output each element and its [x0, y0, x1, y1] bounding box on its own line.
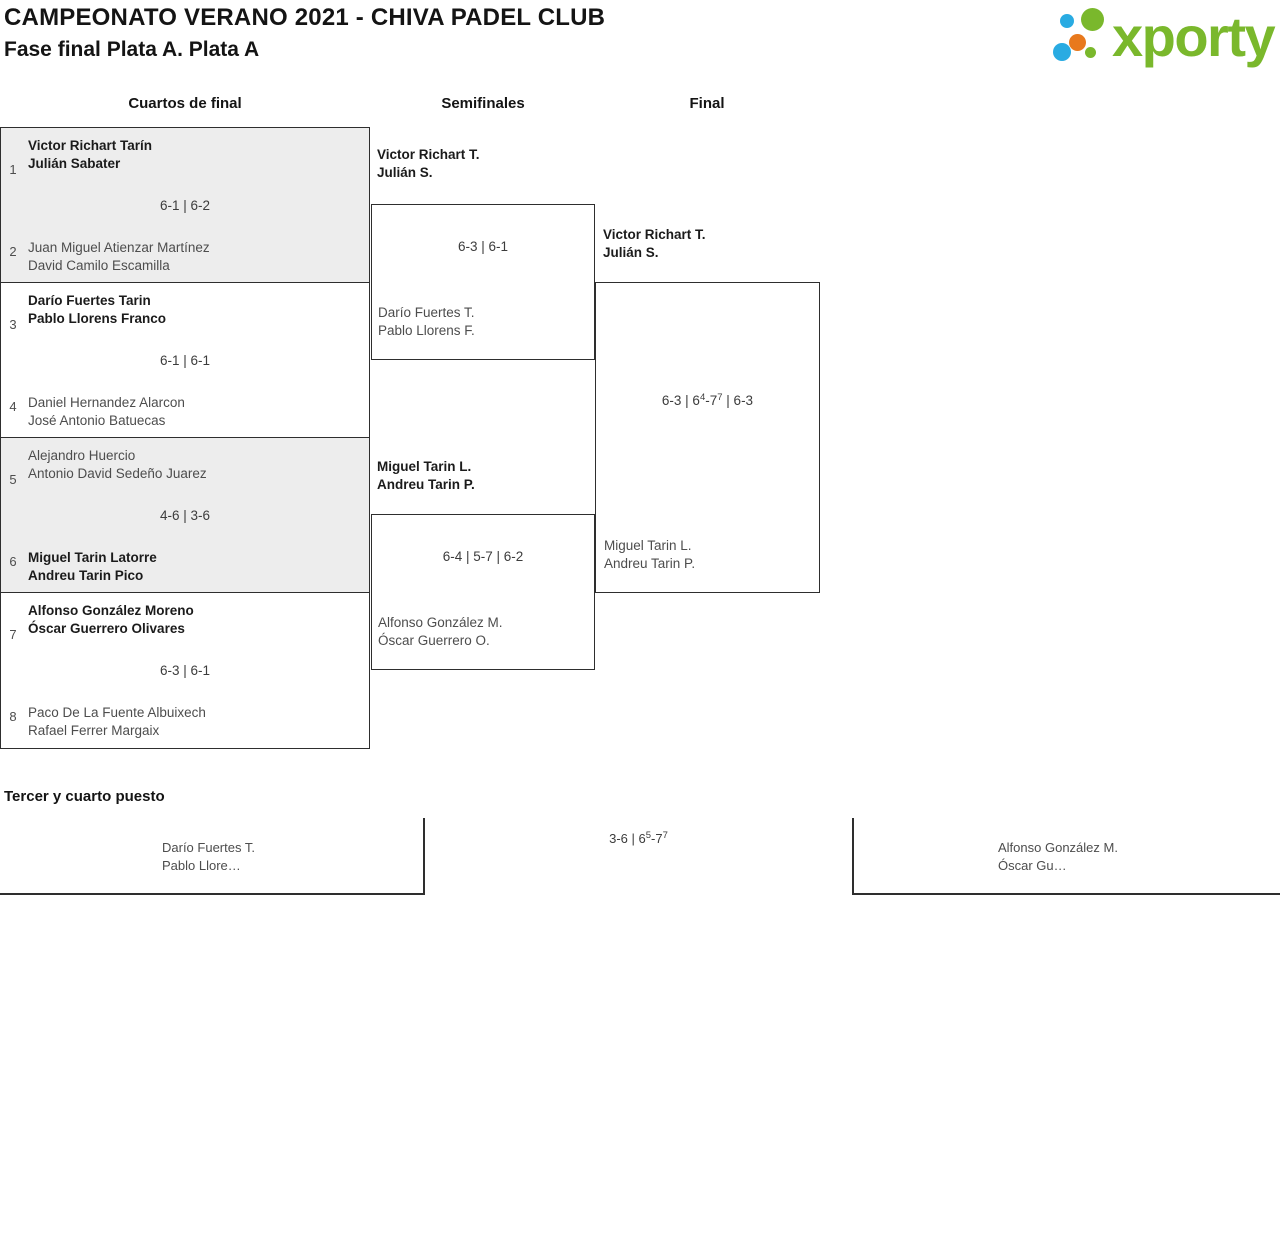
match-score: 6-4 | 5-7 | 6-2	[442, 549, 524, 564]
third-place-heading: Tercer y cuarto puesto	[4, 788, 165, 805]
final-top-team-label: Victor Richart T. Julián S.	[603, 226, 706, 262]
logo-dot-icon	[1053, 43, 1071, 61]
player-name: Pablo Llore…	[162, 858, 241, 873]
team-names: Alfonso González Moreno Óscar Guerrero O…	[28, 602, 194, 638]
team-names: Victor Richart Tarín Julián Sabater	[28, 137, 152, 173]
third-place-team-2: Alfonso González M. Óscar Gu…	[998, 839, 1118, 875]
player-name: Julián S.	[377, 165, 433, 180]
player-name: Alfonso González M.	[378, 615, 503, 630]
match-score: 6-3 | 6-1	[159, 663, 211, 678]
match-quarterfinal-4: 7 Alfonso González Moreno Óscar Guerrero…	[1, 593, 369, 748]
seed-number: 5	[9, 472, 17, 487]
round-header-semifinals: Semifinales	[441, 95, 525, 112]
player-name: Óscar Guerrero Olivares	[28, 621, 185, 636]
logo-dot-icon	[1081, 8, 1104, 31]
seed-number: 1	[9, 162, 17, 177]
player-name: Julián Sabater	[28, 156, 121, 171]
player-name: Pablo Llorens Franco	[28, 311, 167, 326]
team-names: Paco De La Fuente Albuixech Rafael Ferre…	[28, 704, 206, 740]
round-header-final: Final	[689, 95, 725, 112]
team-names: Miguel Tarin Latorre Andreu Tarin Pico	[28, 549, 157, 585]
third-place-left-box	[0, 818, 425, 895]
match-score: 6-3 | 6-1	[457, 239, 509, 254]
semifinal-1-bottom-team: Darío Fuertes T. Pablo Llorens F.	[378, 304, 475, 340]
player-name: Antonio David Sedeño Juarez	[28, 466, 207, 481]
player-name: Victor Richart T.	[603, 227, 706, 242]
player-name: Alfonso González Moreno	[28, 603, 194, 618]
third-place-score: 3-6 | 65-77	[609, 830, 668, 846]
player-name: David Camilo Escamilla	[28, 258, 170, 273]
quarterfinals-column: 1 Victor Richart Tarín Julián Sabater 6-…	[0, 127, 370, 749]
seed-number: 2	[9, 244, 17, 259]
player-name: Victor Richart Tarín	[28, 138, 153, 153]
match-semifinal-2: 6-4 | 5-7 | 6-2 Alfonso González M. Ósca…	[371, 514, 595, 670]
team-names: Darío Fuertes Tarin Pablo Llorens Franco	[28, 292, 166, 328]
semifinal-1-winner-label: Victor Richart T. Julián S.	[377, 146, 480, 182]
seed-number: 7	[9, 627, 17, 642]
match-semifinal-1: 6-3 | 6-1 Darío Fuertes T. Pablo Llorens…	[371, 204, 595, 360]
seed-number: 4	[9, 399, 17, 414]
logo-dot-icon	[1060, 14, 1074, 28]
player-name: Juan Miguel Atienzar Martínez	[28, 240, 210, 255]
match-score: 6-1 | 6-1	[159, 353, 211, 368]
player-name: Óscar Gu…	[998, 858, 1067, 873]
team-names: Juan Miguel Atienzar Martínez David Cami…	[28, 239, 210, 275]
player-name: Miguel Tarin Latorre	[28, 550, 157, 565]
semifinal-2-bottom-team: Alfonso González M. Óscar Guerrero O.	[378, 614, 503, 650]
player-name: José Antonio Batuecas	[28, 413, 166, 428]
player-name: Andreu Tarin P.	[377, 477, 475, 492]
page-subtitle: Fase final Plata A. Plata A	[4, 38, 260, 61]
team-names: Daniel Hernandez Alarcon José Antonio Ba…	[28, 394, 185, 430]
match-score: 6-3 | 64-77 | 6-3	[661, 392, 754, 408]
match-score: 6-1 | 6-2	[159, 198, 211, 213]
player-name: Darío Fuertes T.	[378, 305, 475, 320]
seed-number: 6	[9, 554, 17, 569]
logo-wordmark: xporty	[1112, 5, 1276, 68]
match-score: 4-6 | 3-6	[159, 508, 211, 523]
page-title: CAMPEONATO VERANO 2021 - CHIVA PADEL CLU…	[4, 4, 606, 31]
player-name: Miguel Tarin L.	[377, 459, 472, 474]
player-name: Pablo Llorens F.	[378, 323, 475, 338]
match-final: 6-3 | 64-77 | 6-3 Miguel Tarin L. Andreu…	[595, 282, 820, 593]
player-name: Rafael Ferrer Margaix	[28, 723, 160, 738]
match-quarterfinal-2: 3 Darío Fuertes Tarin Pablo Llorens Fran…	[1, 283, 369, 438]
xporty-logo[interactable]: xporty	[1050, 5, 1280, 67]
player-name: Óscar Guerrero O.	[378, 633, 490, 648]
third-place-team-1: Darío Fuertes T. Pablo Llore…	[162, 839, 255, 875]
player-name: Darío Fuertes Tarin	[28, 293, 151, 308]
player-name: Andreu Tarin Pico	[28, 568, 144, 583]
semifinal-2-winner-label: Miguel Tarin L. Andreu Tarin P.	[377, 458, 475, 494]
logo-dot-icon	[1085, 47, 1096, 58]
player-name: Victor Richart T.	[377, 147, 480, 162]
player-name: Miguel Tarin L.	[604, 538, 692, 553]
match-quarterfinal-1: 1 Victor Richart Tarín Julián Sabater 6-…	[1, 128, 369, 283]
player-name: Julián S.	[603, 245, 659, 260]
match-quarterfinal-3: 5 Alejandro Huercio Antonio David Sedeño…	[1, 438, 369, 593]
player-name: Alfonso González M.	[998, 840, 1118, 855]
team-names: Alejandro Huercio Antonio David Sedeño J…	[28, 447, 207, 483]
logo-dot-icon	[1069, 34, 1086, 51]
seed-number: 8	[9, 709, 17, 724]
round-header-quarterfinals: Cuartos de final	[128, 95, 242, 112]
final-bottom-team-label: Miguel Tarin L. Andreu Tarin P.	[604, 537, 695, 573]
player-name: Andreu Tarin P.	[604, 556, 696, 571]
seed-number: 3	[9, 317, 17, 332]
third-place-right-box	[852, 818, 1280, 895]
player-name: Daniel Hernandez Alarcon	[28, 395, 185, 410]
player-name: Alejandro Huercio	[28, 448, 136, 463]
player-name: Darío Fuertes T.	[162, 840, 255, 855]
player-name: Paco De La Fuente Albuixech	[28, 705, 206, 720]
